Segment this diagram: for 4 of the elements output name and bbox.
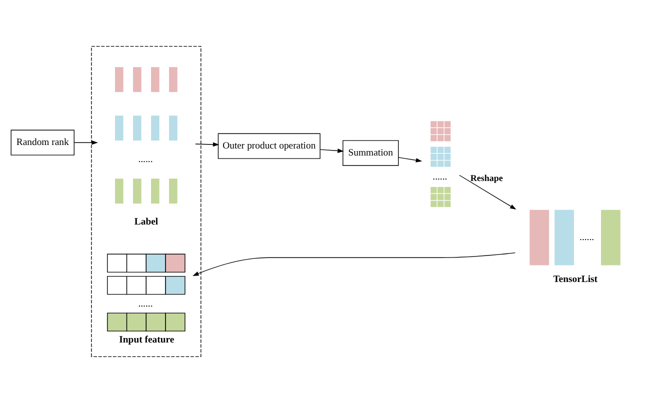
- node-text: ...... Input feature: [119, 298, 174, 346]
- edge-label: Reshape: [470, 172, 503, 183]
- node-label: Label: [134, 216, 158, 228]
- node-label: TensorList: [553, 274, 598, 286]
